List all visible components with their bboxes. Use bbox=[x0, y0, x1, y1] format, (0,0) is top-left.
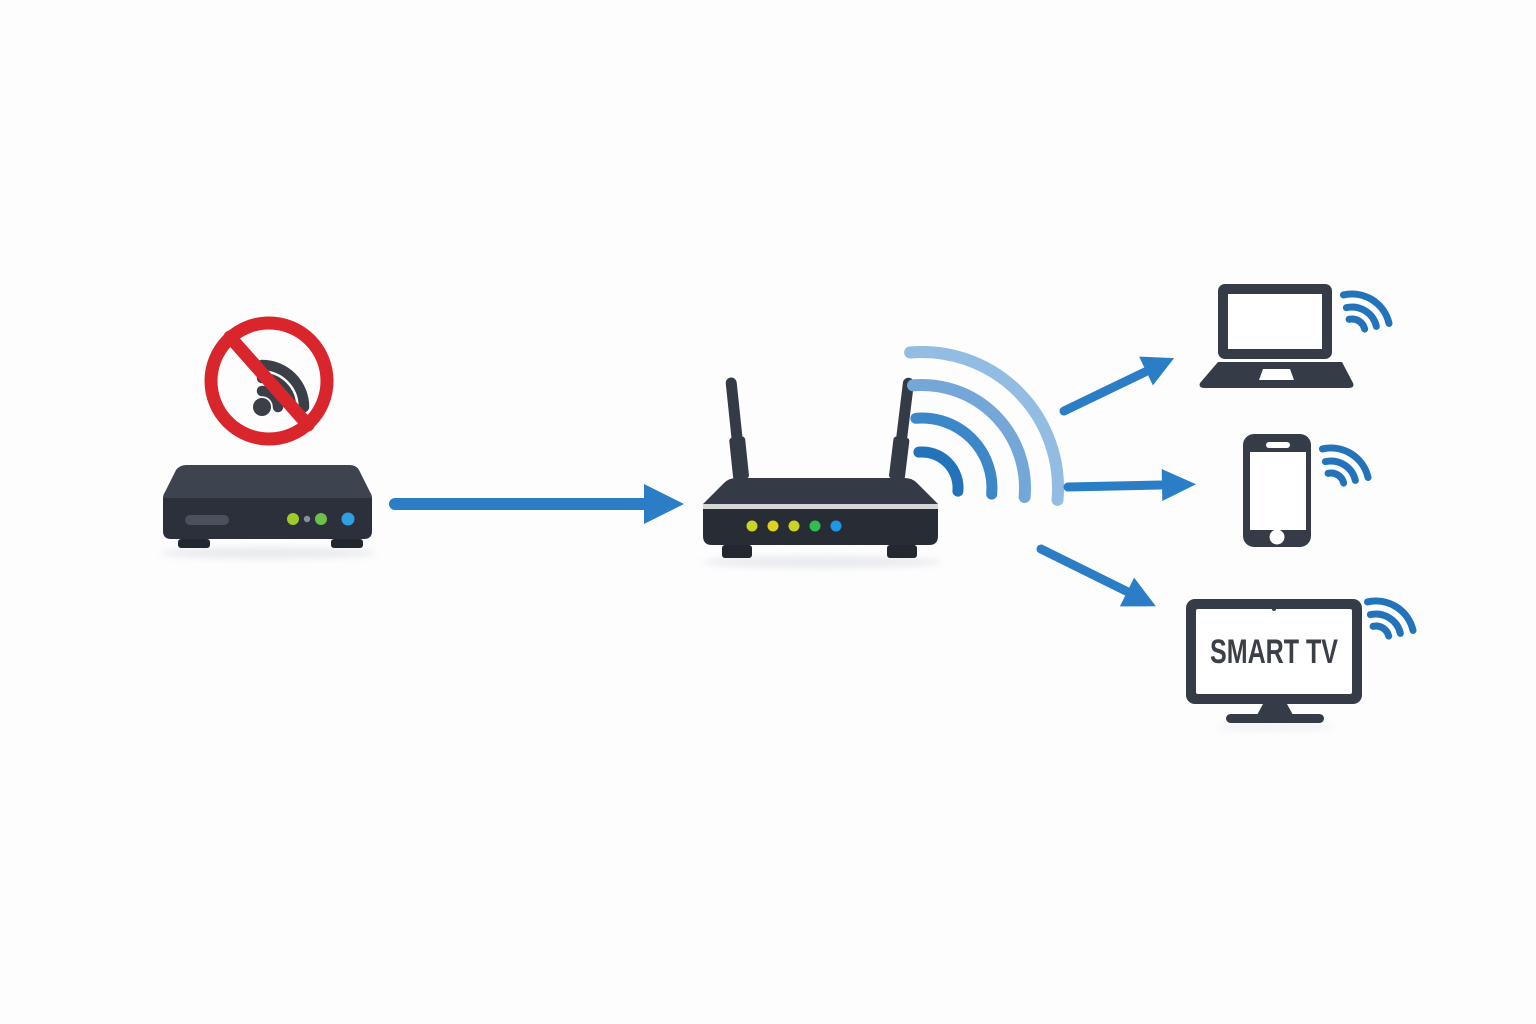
tv-stand-base bbox=[1226, 714, 1324, 723]
router-wave-4 bbox=[904, 345, 1065, 506]
laptop bbox=[1199, 284, 1393, 388]
laptop-touchpad-notch bbox=[1259, 369, 1294, 380]
antenna-joint bbox=[729, 436, 749, 480]
router-wifi-waves-icon bbox=[904, 345, 1065, 506]
arrow-shaft bbox=[1036, 544, 1131, 596]
wifi-arc-1 bbox=[1369, 622, 1393, 640]
wifi-arc-2 bbox=[1366, 610, 1404, 637]
router-led-4 bbox=[809, 520, 821, 532]
laptop-screen bbox=[1228, 294, 1322, 349]
antenna-joint bbox=[889, 436, 910, 480]
smart-tv: SMART TV bbox=[1186, 597, 1417, 723]
arrow-head bbox=[1139, 356, 1175, 386]
router-antenna-right bbox=[889, 377, 914, 480]
modem-slot bbox=[185, 515, 229, 525]
arrow-shaft bbox=[1063, 480, 1166, 492]
prohibition-slash bbox=[223, 330, 315, 432]
phone-wifi-icon bbox=[1318, 444, 1372, 487]
modem-led-dim bbox=[303, 515, 311, 523]
router-led-2 bbox=[767, 520, 779, 532]
router-to-phone-arrow bbox=[1063, 469, 1196, 501]
wifi-arc-1 bbox=[1345, 315, 1369, 333]
wifi-arc-2 bbox=[1342, 303, 1380, 330]
modem-led-blue bbox=[341, 512, 355, 526]
no-wifi-icon bbox=[204, 316, 334, 446]
wifi-arc-2 bbox=[1321, 457, 1359, 484]
router-led-1 bbox=[746, 520, 758, 532]
router-wave-2 bbox=[910, 412, 998, 500]
modem-to-router-arrow bbox=[389, 484, 684, 524]
arrow-shaft bbox=[1059, 367, 1150, 416]
router-front-face bbox=[703, 509, 938, 545]
modem-shadow bbox=[160, 547, 376, 559]
tv-wifi-icon bbox=[1363, 597, 1417, 640]
tv-shadow bbox=[1215, 723, 1335, 731]
modem-led-green2 bbox=[315, 513, 327, 525]
wifi-arc-3 bbox=[1363, 597, 1417, 634]
phone-speaker bbox=[1266, 442, 1290, 448]
router-wave-1 bbox=[913, 446, 964, 497]
router-led-5 bbox=[830, 520, 842, 532]
router-shadow bbox=[702, 556, 942, 568]
no-wifi-arc-1 bbox=[256, 385, 284, 413]
tv-label: SMART TV bbox=[1210, 633, 1338, 671]
router-stripe bbox=[703, 504, 938, 509]
router bbox=[703, 377, 938, 558]
phone-screen bbox=[1250, 452, 1306, 530]
tv-stand-neck bbox=[1257, 704, 1293, 715]
modem-foot-left bbox=[178, 539, 210, 548]
no-wifi-arc-3 bbox=[256, 359, 310, 413]
prohibition-ring bbox=[204, 316, 334, 446]
router-to-tv-arrow bbox=[1036, 544, 1156, 607]
modem-front-face bbox=[163, 498, 372, 539]
router-to-laptop-arrow bbox=[1059, 356, 1175, 416]
modem-led-green bbox=[287, 513, 299, 525]
wifi-arc-3 bbox=[1318, 444, 1372, 481]
tv-screen bbox=[1196, 609, 1352, 694]
router-led-3 bbox=[788, 520, 800, 532]
arrow-head bbox=[1161, 469, 1196, 501]
router-foot-left bbox=[722, 545, 752, 558]
antenna-rod bbox=[896, 377, 914, 444]
modem-top-face bbox=[163, 465, 372, 498]
antenna-rod bbox=[725, 377, 743, 444]
router-top-face bbox=[703, 478, 938, 504]
modem-foot-right bbox=[331, 539, 363, 548]
arrow-head bbox=[644, 484, 684, 524]
modem bbox=[163, 465, 372, 548]
arrow-head bbox=[1119, 577, 1156, 607]
wifi-arc-3 bbox=[1339, 290, 1393, 327]
router-wave-3 bbox=[907, 379, 1031, 503]
tv-camera-dot bbox=[1272, 604, 1276, 611]
router-antenna-left bbox=[725, 377, 749, 480]
router-foot-right bbox=[887, 545, 917, 558]
no-wifi-dot bbox=[253, 398, 271, 416]
phone-home-button bbox=[1269, 529, 1285, 545]
laptop-wifi-icon bbox=[1339, 290, 1393, 333]
smartphone bbox=[1243, 434, 1372, 547]
wifi-arc-1 bbox=[1324, 469, 1348, 487]
